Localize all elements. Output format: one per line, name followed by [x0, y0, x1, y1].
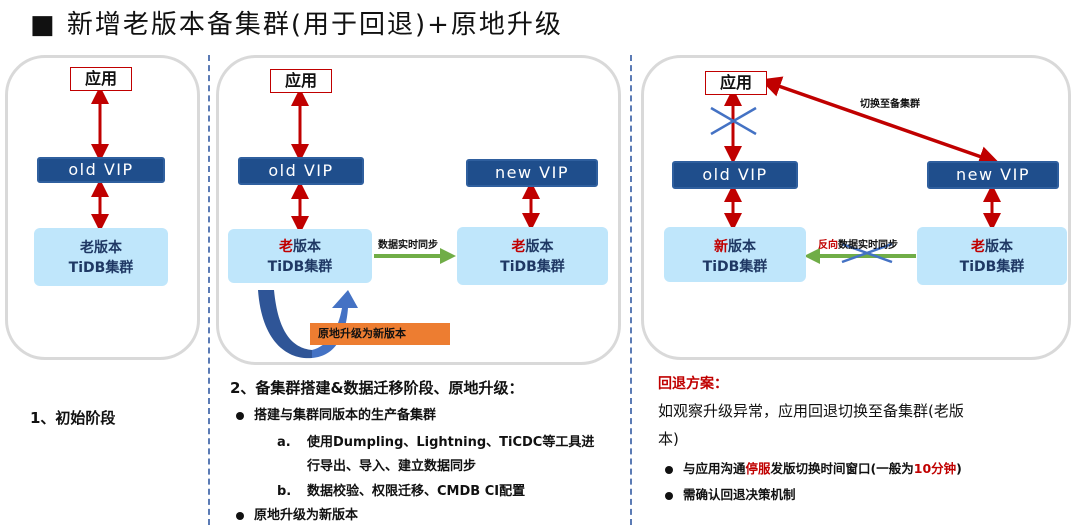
- s3-left-tidb-line2: TiDB集群: [702, 259, 768, 275]
- s2-app-label: 应用: [284, 71, 317, 90]
- s3-right-tidb-hl: 老: [971, 239, 985, 255]
- s3-bullet2: 需确认回退决策机制: [665, 484, 796, 503]
- s3-plan-title: 回退方案：: [658, 376, 728, 392]
- s3-bullet1-hl2: 10分钟: [913, 461, 957, 476]
- s3-reverse-rest: 数据实时同步: [838, 240, 898, 251]
- page-title: ■ 新增老版本备集群(用于回退)+原地升级: [30, 4, 563, 41]
- s3-app-label: 应用: [719, 73, 752, 92]
- divider-right: [630, 55, 632, 525]
- s2-app-box: 应用: [270, 69, 332, 93]
- s2-bullet2: 原地升级为新版本: [236, 504, 358, 523]
- stage2-panel: [216, 55, 621, 365]
- s3-left-tidb-box: 新版本 TiDB集群: [664, 227, 806, 282]
- title-bullet: ■: [30, 10, 57, 40]
- s2-sub-b-marker: b.: [277, 484, 292, 499]
- s3-left-tidb-line1: 新版本: [664, 237, 806, 257]
- s2-sub-a-marker: a.: [277, 435, 291, 450]
- s3-switch-arrow: [760, 76, 1000, 167]
- s3-new-vip-box: new VIP: [927, 161, 1059, 189]
- s3-plan-line2: 本): [658, 430, 679, 448]
- s2-sub-b-row: b. 数据校验、权限迁移、CMDB CI配置: [277, 480, 525, 499]
- s3-bullet2-text: 需确认回退决策机制: [683, 487, 796, 502]
- s3-new-vip-label: new VIP: [956, 165, 1030, 184]
- s2-left-tidb-line1: 老版本: [228, 237, 372, 257]
- title-text: 新增老版本备集群(用于回退)+原地升级: [66, 10, 563, 40]
- s3-left-tidb-hl: 新: [714, 239, 728, 255]
- s3-reverse-hl: 反向: [818, 240, 838, 251]
- s2-right-tidb-hl: 老: [511, 239, 526, 255]
- s1-tidb-line2: TiDB集群: [68, 260, 134, 276]
- s2-sub-a-row: a. 使用Dumpling、Lightning、TiCDC等工具进: [277, 431, 594, 450]
- s3-bullet1-pre: 与应用沟通: [683, 461, 746, 476]
- s3-right-tidb-box: 老版本 TiDB集群: [917, 227, 1067, 285]
- s2-bullet1: 搭建与集群同版本的生产备集群: [236, 404, 436, 423]
- s3-bullet1: 与应用沟通停服发版切换时间窗口(一般为10分钟): [665, 458, 962, 477]
- s2-old-vip-box: old VIP: [238, 157, 364, 185]
- s2-bullet1-text: 搭建与集群同版本的生产备集群: [254, 408, 437, 423]
- s3-bullet1-hl1: 停服: [745, 461, 771, 476]
- s1-old-vip-label: old VIP: [68, 160, 134, 179]
- bullet-dot: [236, 511, 244, 520]
- s3-app-box: 应用: [705, 71, 767, 95]
- s2-sub-a-line2: 行导出、导入、建立数据同步: [307, 459, 477, 474]
- s2-upgrade-label: 原地升级为新版本: [318, 327, 406, 340]
- s1-tidb-box: 老版本 TiDB集群: [34, 228, 168, 286]
- s3-plan-line1: 如观察升级异常，应用回退切换至备集群(老版: [658, 402, 964, 420]
- s2-right-tidb-line2: TiDB集群: [500, 259, 565, 275]
- s3-reverse-sync-label: 反向数据实时同步: [818, 236, 898, 251]
- s2-left-tidb-line2: TiDB集群: [267, 259, 333, 275]
- s3-cross-app-link: [710, 106, 757, 136]
- s2-bullet2-text: 原地升级为新版本: [254, 508, 359, 523]
- s1-old-vip-box: old VIP: [37, 157, 165, 183]
- s3-switch-label: 切换至备集群: [860, 99, 920, 110]
- s1-caption: 1、初始阶段: [30, 409, 116, 427]
- s3-cross-sync: [841, 242, 893, 264]
- s3-right-tidb-line2: TiDB集群: [959, 259, 1025, 275]
- bullet-dot: [665, 465, 673, 474]
- s1-tidb-line1: 老版本: [80, 240, 122, 256]
- s2-upgrade-banner: 原地升级为新版本: [310, 323, 450, 345]
- s1-app-label: 应用: [84, 69, 117, 88]
- s3-left-tidb-rest: 版本: [728, 239, 756, 255]
- s2-new-vip-label: new VIP: [495, 163, 569, 182]
- s2-old-vip-label: old VIP: [268, 161, 334, 180]
- s2-left-tidb-rest: 版本: [293, 239, 321, 255]
- upgrade-curve-down: [258, 290, 312, 359]
- divider-left: [208, 55, 210, 525]
- s2-sub-a-line1: 使用Dumpling、Lightning、TiCDC等工具进: [307, 435, 595, 450]
- s3-right-tidb-rest: 版本: [985, 239, 1013, 255]
- s2-sync-label: 数据实时同步: [378, 240, 438, 251]
- s2-left-tidb-hl: 老: [279, 239, 293, 255]
- bullet-dot: [665, 491, 673, 500]
- s3-right-tidb-line1: 老版本: [917, 237, 1067, 257]
- s2-sub-b-text: 数据校验、权限迁移、CMDB CI配置: [307, 484, 526, 499]
- upgrade-curve-up: [312, 290, 358, 358]
- s3-bullet1-mid: 发版切换时间窗口(一般为: [770, 461, 914, 476]
- s3-old-vip-label: old VIP: [702, 165, 768, 184]
- s3-bullet1-post: ): [956, 461, 962, 476]
- s2-right-tidb-line1: 老版本: [457, 237, 608, 257]
- s2-heading: 2、备集群搭建&数据迁移阶段、原地升级：: [230, 379, 524, 397]
- s2-left-tidb-box: 老版本 TiDB集群: [228, 229, 372, 283]
- s3-old-vip-box: old VIP: [672, 161, 798, 189]
- s2-right-tidb-box: 老版本 TiDB集群: [457, 227, 608, 285]
- s2-right-tidb-rest: 版本: [525, 239, 554, 255]
- s2-new-vip-box: new VIP: [466, 159, 598, 187]
- s1-app-box: 应用: [70, 67, 132, 91]
- bullet-dot: [236, 411, 244, 420]
